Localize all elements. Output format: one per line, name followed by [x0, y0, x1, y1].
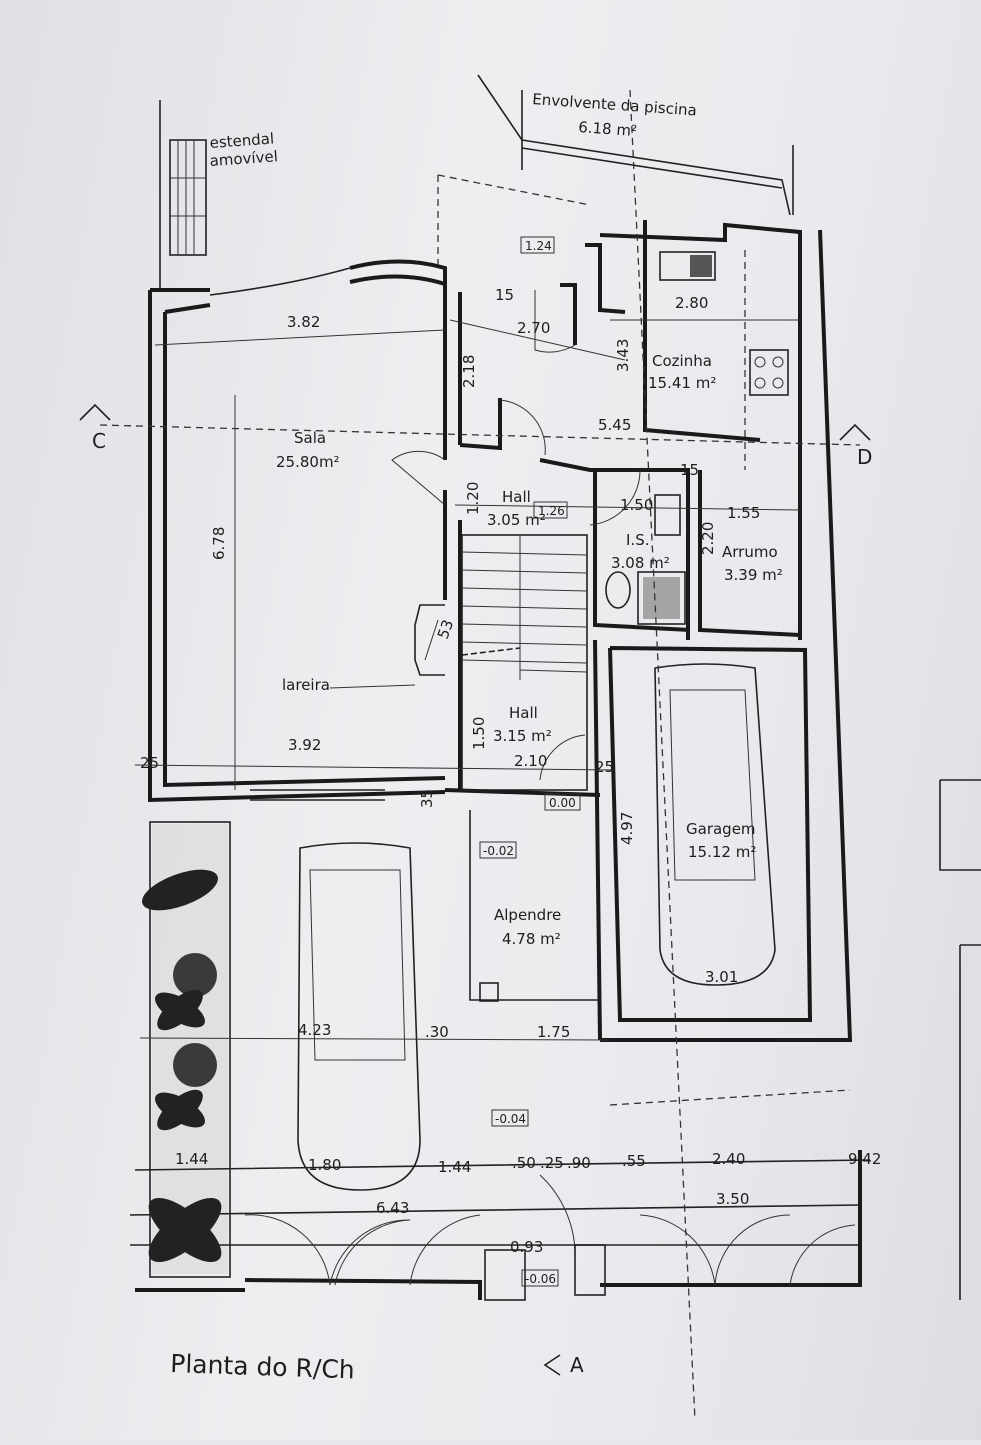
- staircase: [461, 534, 588, 791]
- level-markers: 1.24 1.26 0.00 -0.02 -0.04 -0.06: [479, 236, 581, 1287]
- dim: 3.50: [716, 1190, 749, 1208]
- dim: 1.44: [438, 1158, 471, 1176]
- sala-area: 25.80m²: [276, 453, 340, 471]
- pool-area: 6.18 m²: [578, 118, 638, 140]
- section-marker-d: D: [857, 445, 872, 469]
- section-marker-a: A: [570, 1353, 584, 1377]
- clothesline-label: estendal: [209, 130, 275, 152]
- dim: 1.75: [537, 1023, 570, 1041]
- dim: 2.20: [699, 522, 717, 555]
- level-minus-0-02: -0.02: [483, 844, 514, 858]
- dim: .25: [540, 1154, 564, 1172]
- dim: .90: [567, 1154, 591, 1172]
- lareira-label: lareira: [282, 676, 330, 694]
- doors: [391, 290, 641, 781]
- dim: 3.01: [705, 968, 738, 986]
- level-1-26: 1.26: [538, 504, 565, 518]
- car-driveway: [297, 842, 421, 1191]
- dim: 1.20: [464, 482, 482, 515]
- dim: 0.93: [510, 1238, 543, 1256]
- arrumo-label: Arrumo: [722, 543, 778, 561]
- dim: 9.42: [848, 1150, 881, 1168]
- garagem-area: 15.12 m²: [688, 843, 756, 861]
- dim: 15: [680, 461, 699, 479]
- dim: 6.43: [376, 1199, 409, 1217]
- dim: 1.44: [175, 1150, 208, 1168]
- dim: 5.45: [598, 416, 631, 434]
- section-marker-c: C: [92, 429, 106, 453]
- dim: 2.80: [675, 294, 708, 312]
- dim: 15: [495, 286, 514, 304]
- dim: 4.97: [618, 812, 636, 845]
- dimension-labels: 3.82 2.70 2.80 2.18 3.43 5.45 1.20 1.50 …: [140, 286, 881, 1256]
- dim: 1.80: [308, 1156, 341, 1174]
- clothesline-icon: [169, 139, 207, 256]
- dimension-lines: [134, 319, 801, 1041]
- hall-upper-area: 3.05 m²: [487, 511, 546, 529]
- dim: 3.82: [287, 313, 320, 331]
- bathroom-fixtures: [605, 494, 686, 625]
- alpendre-label: Alpendre: [494, 906, 561, 924]
- dim: 6.78: [210, 527, 228, 560]
- walls: [148, 220, 853, 1042]
- car-garage: [654, 663, 776, 986]
- dim: 25: [595, 758, 614, 776]
- clothesline-label-2: amovível: [209, 147, 278, 170]
- adjacent-sheet-edge: [939, 779, 981, 1300]
- level-minus-0-06: -0.06: [525, 1272, 556, 1286]
- dim: .55: [622, 1152, 646, 1170]
- room-labels: Envolvente da piscina 6.18 m² estendal a…: [209, 90, 783, 948]
- plan-title: Planta do R/Ch: [170, 1349, 355, 1384]
- dim: 2.10: [514, 752, 547, 770]
- hall-lower-area: 3.15 m²: [493, 727, 552, 745]
- dim: .30: [425, 1023, 449, 1041]
- dim: 1.50: [470, 717, 488, 750]
- dim: 53: [434, 617, 457, 641]
- alpendre-area: 4.78 m²: [502, 930, 561, 948]
- garagem-label: Garagem: [686, 820, 756, 838]
- dim: 2.18: [460, 355, 478, 388]
- level-minus-0-04: -0.04: [495, 1112, 526, 1126]
- level-0-00: 0.00: [549, 796, 576, 810]
- dim: 1.50: [620, 496, 653, 514]
- hall-upper-label: Hall: [502, 488, 531, 506]
- dim: 25: [140, 754, 159, 772]
- hall-lower-label: Hall: [509, 704, 538, 722]
- dim: .50: [512, 1154, 536, 1172]
- dim: 3.43: [614, 339, 632, 372]
- sala-label: Sala: [294, 429, 326, 447]
- porch-and-front: [129, 810, 871, 1301]
- is-label: I.S.: [626, 531, 649, 549]
- kitchen-fixtures: [659, 250, 789, 470]
- cozinha-area: 15.41 m²: [648, 374, 716, 392]
- pool-surround: [437, 74, 794, 265]
- section-lines: [79, 89, 871, 1421]
- dim: 1.55: [727, 504, 760, 522]
- dim: 4.23: [298, 1021, 331, 1039]
- dim: 35: [418, 789, 436, 808]
- dim: 2.40: [712, 1150, 745, 1168]
- level-1-24: 1.24: [525, 239, 552, 253]
- garden-strip: [142, 821, 231, 1278]
- fireplace: [414, 604, 445, 676]
- dim: 3.92: [288, 736, 321, 754]
- arrumo-area: 3.39 m²: [724, 566, 783, 584]
- is-area: 3.08 m²: [611, 554, 670, 572]
- dim: 2.70: [517, 319, 550, 337]
- cozinha-label: Cozinha: [652, 352, 712, 370]
- pool-label: Envolvente da piscina: [532, 90, 698, 119]
